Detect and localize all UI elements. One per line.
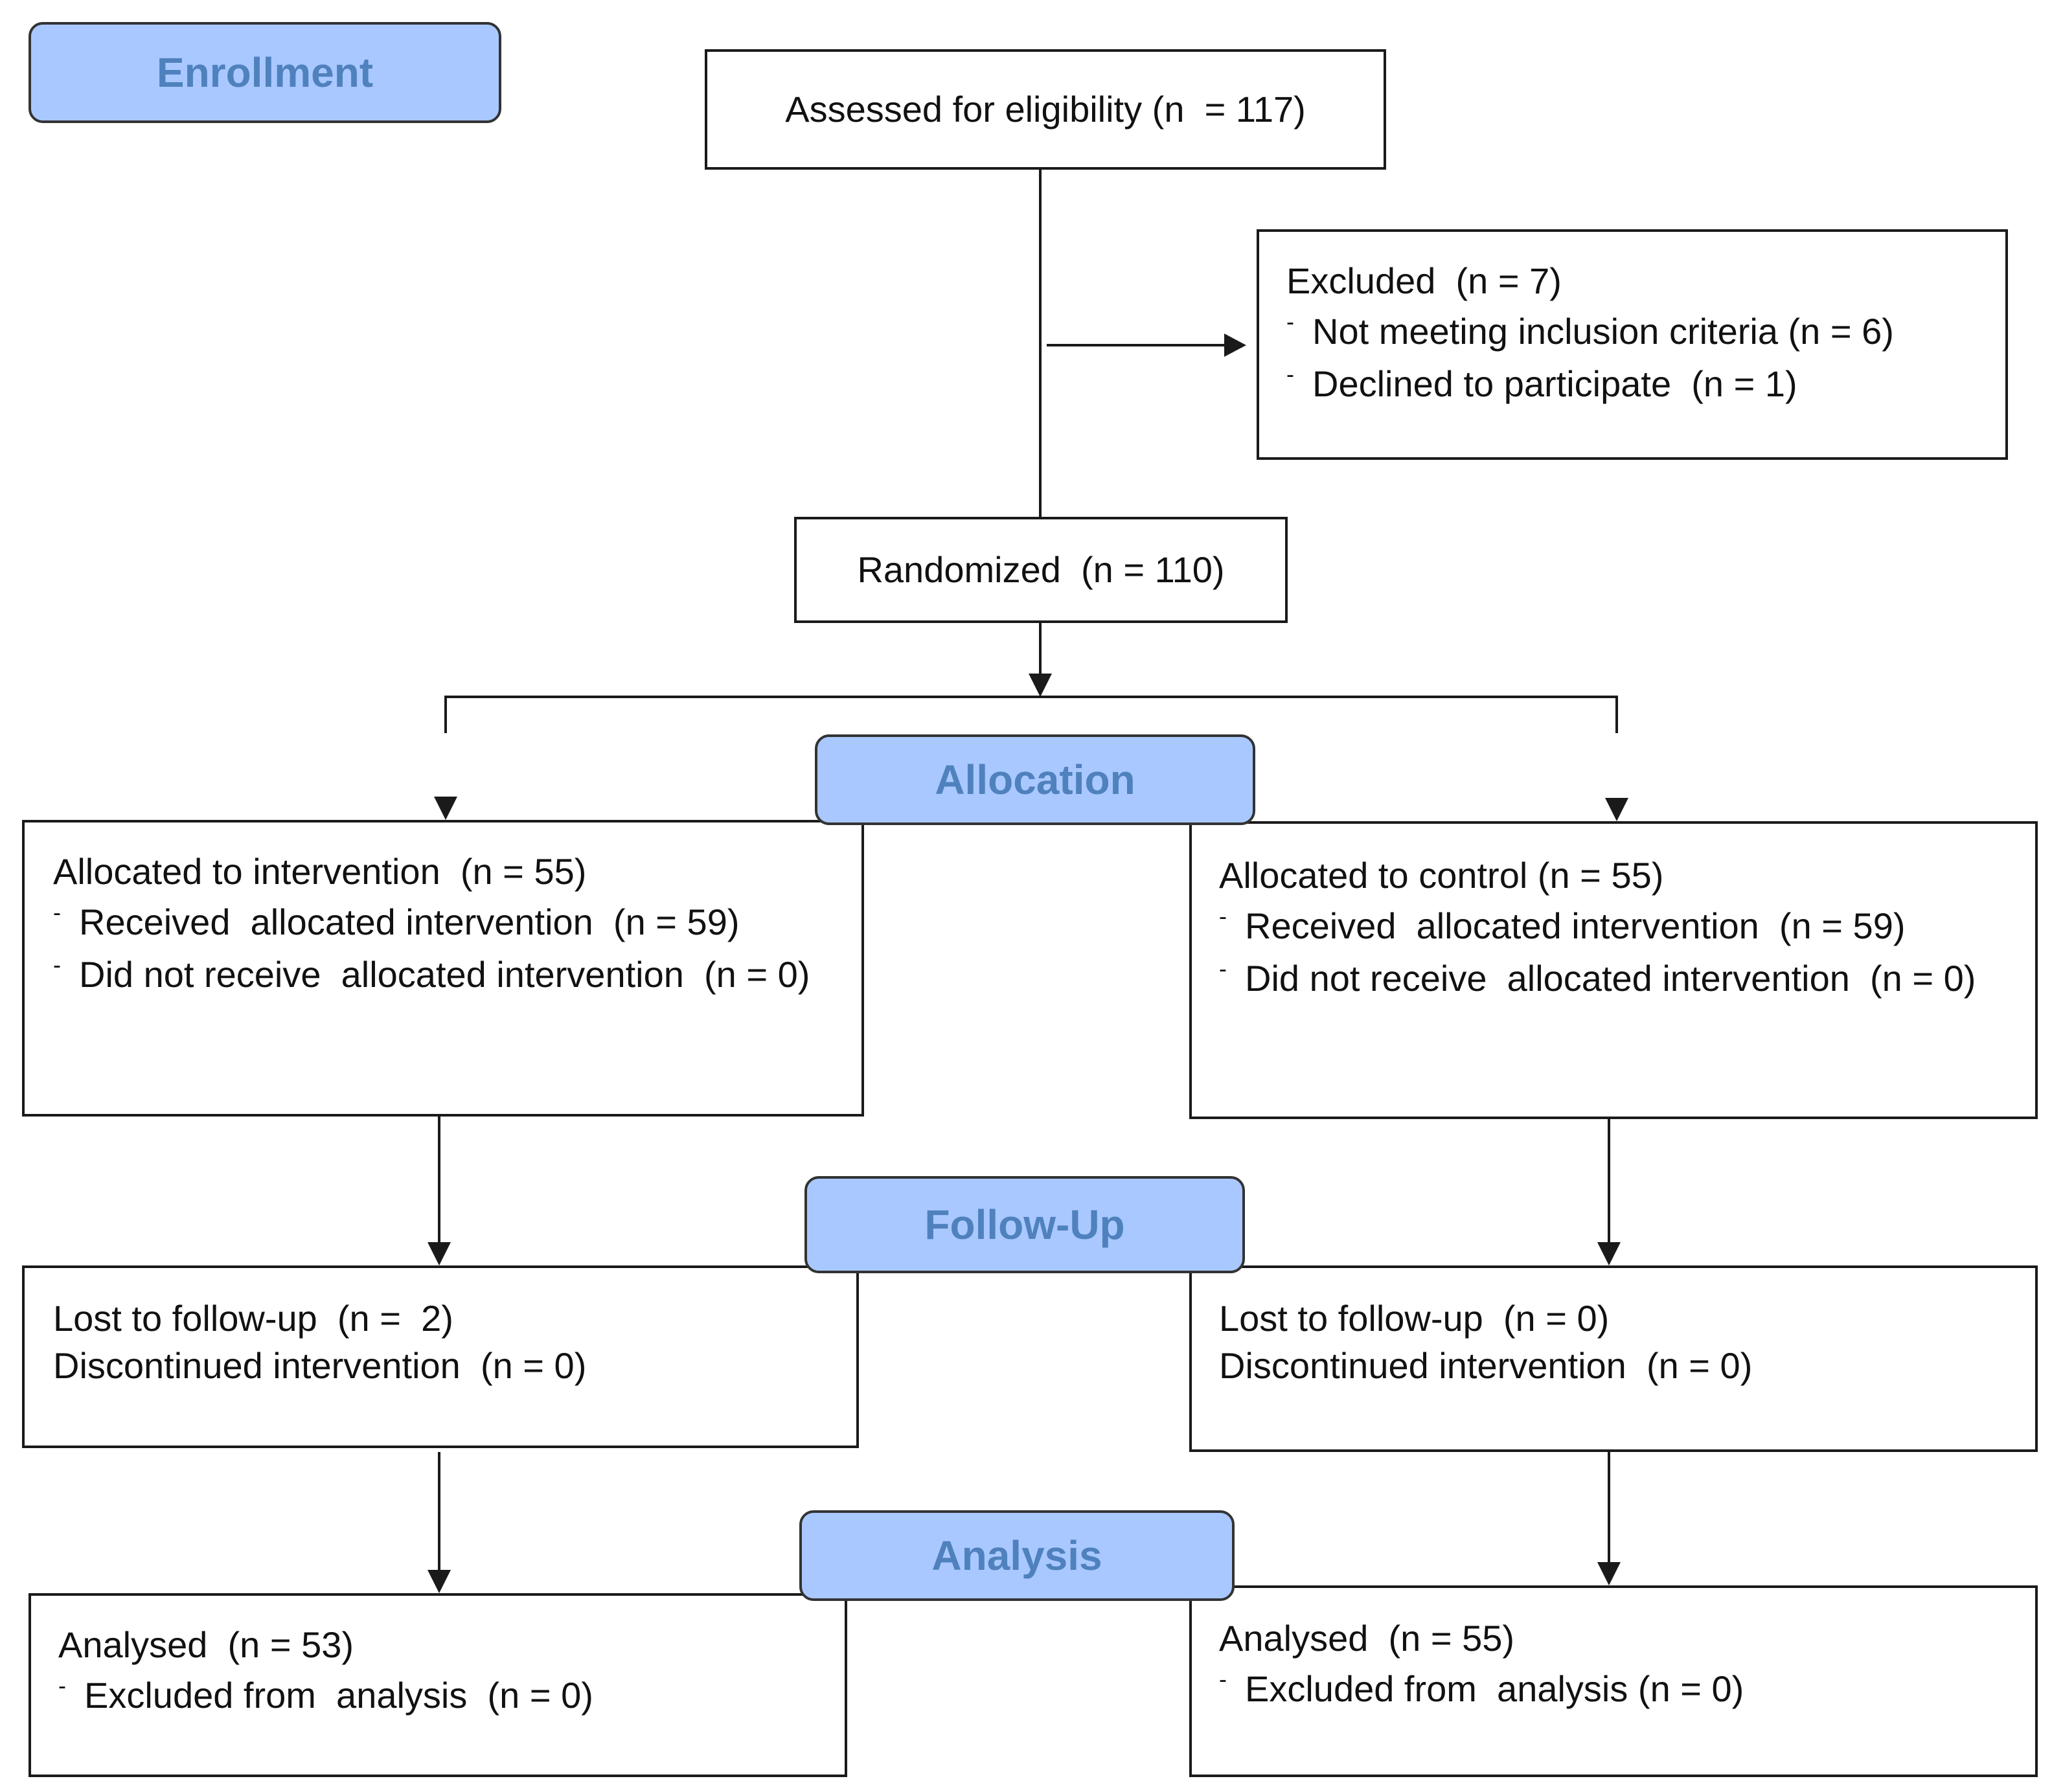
allocation-control-item: - Did not receive allocated intervention… [1219, 952, 2035, 1004]
excluded-reason-text: Not meeting inclusion criteria (n = 6) [1312, 310, 1894, 352]
arrowhead-alloc-right [1605, 798, 1628, 821]
allocation-control-item: - Received allocated intervention (n = 5… [1219, 900, 2035, 952]
followup-control-box: Lost to follow-up (n = 0) Discontinued i… [1189, 1265, 2038, 1452]
randomized-box: Randomized (n = 110) [794, 517, 1288, 623]
allocation-control-box: Allocated to control (n = 55) - Received… [1189, 821, 2038, 1119]
analysis-intervention-box: Analysed (n = 53) - Excluded from analys… [28, 1593, 847, 1777]
allocation-intervention-item-text: Received allocated intervention (n = 59) [79, 901, 740, 942]
excluded-title: Excluded (n = 7) [1286, 260, 1562, 301]
excluded-box: Excluded (n = 7) - Not meeting inclusion… [1257, 229, 2008, 460]
allocation-intervention-item-text: Did not receive allocated intervention (… [79, 953, 810, 995]
arrowhead-followup-left [428, 1242, 451, 1265]
allocation-control-title: Allocated to control (n = 55) [1219, 855, 1664, 896]
analysis-control-item-text: Excluded from analysis (n = 0) [1245, 1668, 1744, 1709]
branch-split-line [444, 696, 1618, 733]
allocation-stage-label: Allocation [815, 734, 1255, 825]
followup-intervention-line: Discontinued intervention (n = 0) [53, 1344, 587, 1386]
analysis-stage-label: Analysis [799, 1510, 1235, 1601]
excluded-reason-text: Declined to participate (n = 1) [1312, 363, 1797, 404]
arrowhead-analysis-left [428, 1570, 451, 1593]
assessed-text: Assessed for eligibility (n = 117) [785, 88, 1306, 130]
list-marker: - [1219, 1665, 1227, 1692]
arrowhead-randomized-down [1029, 674, 1052, 697]
randomized-text: Randomized (n = 110) [857, 549, 1225, 590]
list-marker: - [53, 898, 61, 925]
excluded-reason-item: - Declined to participate (n = 1) [1286, 357, 2005, 410]
assessed-box: Assessed for eligibility (n = 117) [705, 49, 1386, 170]
allocation-intervention-item: - Received allocated intervention (n = 5… [53, 896, 861, 948]
list-marker: - [1219, 902, 1227, 929]
followup-control-line: Lost to follow-up (n = 0) [1219, 1298, 1610, 1339]
allocation-control-item-text: Received allocated intervention (n = 59) [1245, 905, 1906, 946]
analysis-control-title: Analysed (n = 55) [1219, 1618, 1515, 1659]
analysis-control-box: Analysed (n = 55) - Excluded from analys… [1189, 1585, 2038, 1777]
allocation-intervention-title: Allocated to intervention (n = 55) [53, 851, 587, 892]
list-marker: - [1286, 308, 1294, 335]
followup-stage-label: Follow-Up [804, 1176, 1245, 1273]
allocation-control-item-text: Did not receive allocated intervention (… [1245, 957, 1976, 999]
analysis-intervention-item-text: Excluded from analysis (n = 0) [84, 1674, 593, 1716]
analysis-control-item: - Excluded from analysis (n = 0) [1219, 1662, 2035, 1715]
arrowhead-followup-right [1597, 1242, 1621, 1265]
followup-control-line: Discontinued intervention (n = 0) [1219, 1344, 1753, 1386]
arrowhead-excluded [1224, 334, 1246, 357]
followup-intervention-box: Lost to follow-up (n = 2) Discontinued i… [22, 1265, 859, 1448]
list-marker: - [1286, 360, 1294, 387]
list-marker: - [1219, 955, 1227, 982]
followup-intervention-line: Lost to follow-up (n = 2) [53, 1298, 453, 1339]
arrowhead-analysis-right [1597, 1562, 1621, 1585]
excluded-reason-item: - Not meeting inclusion criteria (n = 6) [1286, 305, 2005, 357]
list-marker: - [58, 1672, 66, 1699]
list-marker: - [53, 951, 61, 978]
allocation-intervention-item: - Did not receive allocated intervention… [53, 948, 861, 1001]
arrowhead-alloc-left [434, 797, 457, 820]
enrollment-stage-label: Enrollment [28, 22, 501, 123]
analysis-intervention-item: - Excluded from analysis (n = 0) [58, 1669, 845, 1721]
analysis-intervention-title: Analysed (n = 53) [58, 1624, 354, 1665]
allocation-intervention-box: Allocated to intervention (n = 55) - Rec… [22, 820, 864, 1117]
